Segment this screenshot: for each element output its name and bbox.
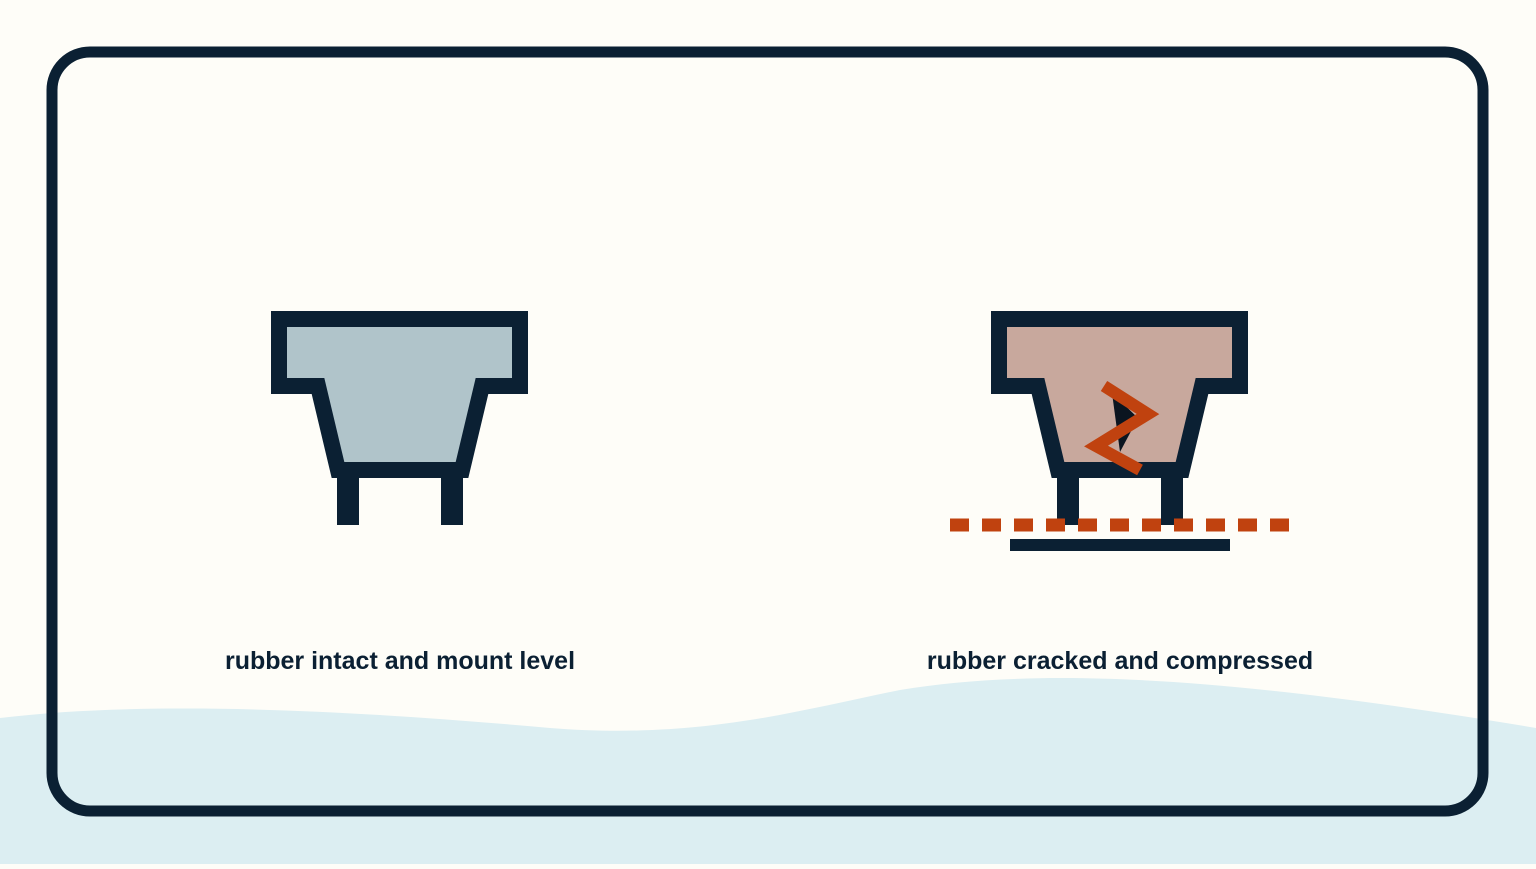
caption-cracked: rubber cracked and compressed [926, 647, 1314, 675]
mount-leg-right [441, 470, 463, 525]
cracked-mount-leg-left [1057, 470, 1079, 525]
frame-border [46, 46, 1489, 817]
crack-line [1084, 380, 1160, 476]
engine-mount-icon [271, 311, 528, 525]
cracked-mount-leg-right [1161, 470, 1183, 525]
compressed-base [1010, 539, 1230, 551]
mount-leg-left [337, 470, 359, 525]
mount-body [271, 311, 528, 478]
background-wave [0, 678, 1536, 864]
cracked-engine-mount-icon [950, 311, 1290, 551]
caption-intact: rubber intact and mount level [224, 647, 576, 675]
crack-icon [1084, 380, 1160, 476]
